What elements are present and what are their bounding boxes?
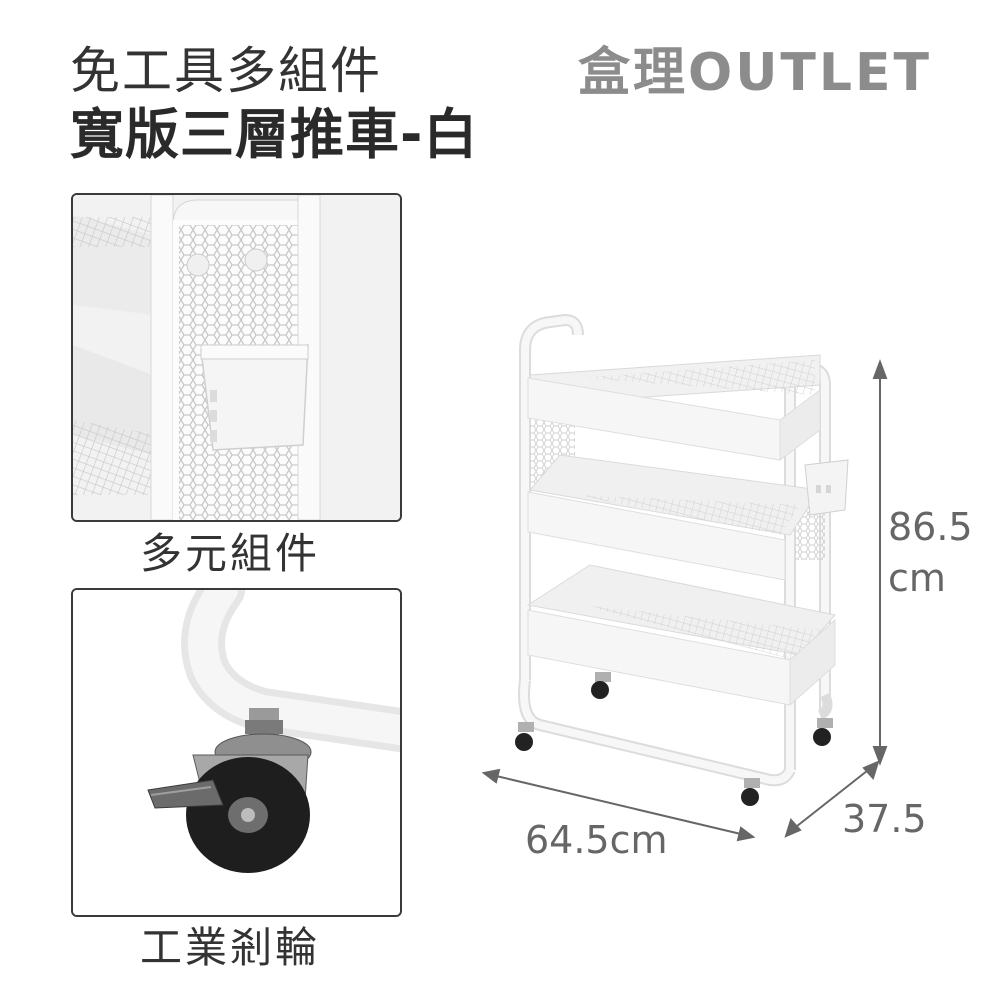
mesh-closeup-illustration bbox=[73, 195, 400, 520]
height-dimension-unit: cm bbox=[888, 556, 946, 600]
wheel bbox=[813, 718, 833, 746]
wheel bbox=[591, 672, 611, 699]
brand-logo: 盒理OUTLET bbox=[578, 43, 933, 103]
wheel bbox=[741, 778, 760, 806]
cart-product-illustration bbox=[515, 313, 849, 806]
caption-caster: 工業剎輪 bbox=[140, 923, 321, 972]
detail-image-caster bbox=[71, 588, 402, 917]
height-dimension-value: 86.5 bbox=[888, 505, 973, 549]
width-dimension: 64.5cm bbox=[525, 818, 668, 862]
caster-wheel-illustration bbox=[73, 590, 400, 915]
caption-components: 多元組件 bbox=[140, 529, 321, 578]
product-title-line1: 免工具多組件 bbox=[70, 42, 382, 100]
detail-image-components bbox=[71, 193, 402, 522]
depth-dimension: 37.5 bbox=[842, 797, 927, 841]
wheel bbox=[515, 722, 534, 751]
product-title-line2: 寬版三層推車-白 bbox=[70, 103, 479, 166]
